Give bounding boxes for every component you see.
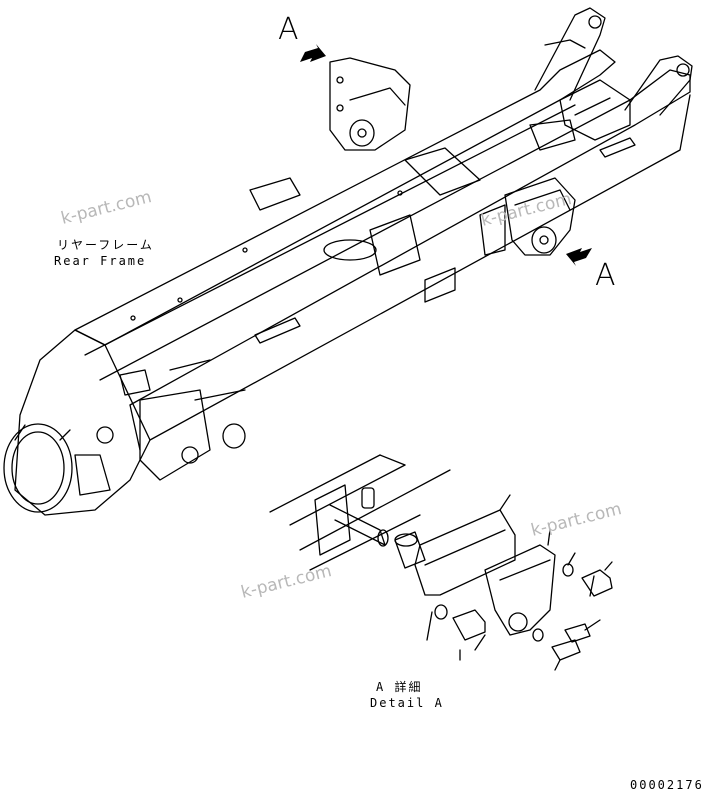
arrow-top-icon xyxy=(300,44,326,62)
mount-bracket-right xyxy=(479,177,576,256)
callout-arrows xyxy=(300,44,592,266)
detail-label-jp: A 詳細 xyxy=(376,680,423,694)
callout-a-top: A xyxy=(278,12,301,47)
detail-label-en: Detail A xyxy=(370,696,444,710)
detail-a-view xyxy=(269,454,613,671)
callout-a-right: A xyxy=(595,258,618,293)
drawing-number: 00002176 xyxy=(630,778,704,792)
rear-frame-body xyxy=(3,7,693,516)
rear-frame-label-jp: リヤーフレーム xyxy=(57,238,154,252)
mount-bracket-top xyxy=(329,57,411,151)
rear-frame-label-en: Rear Frame xyxy=(54,254,147,268)
arrow-right-icon xyxy=(566,248,592,266)
